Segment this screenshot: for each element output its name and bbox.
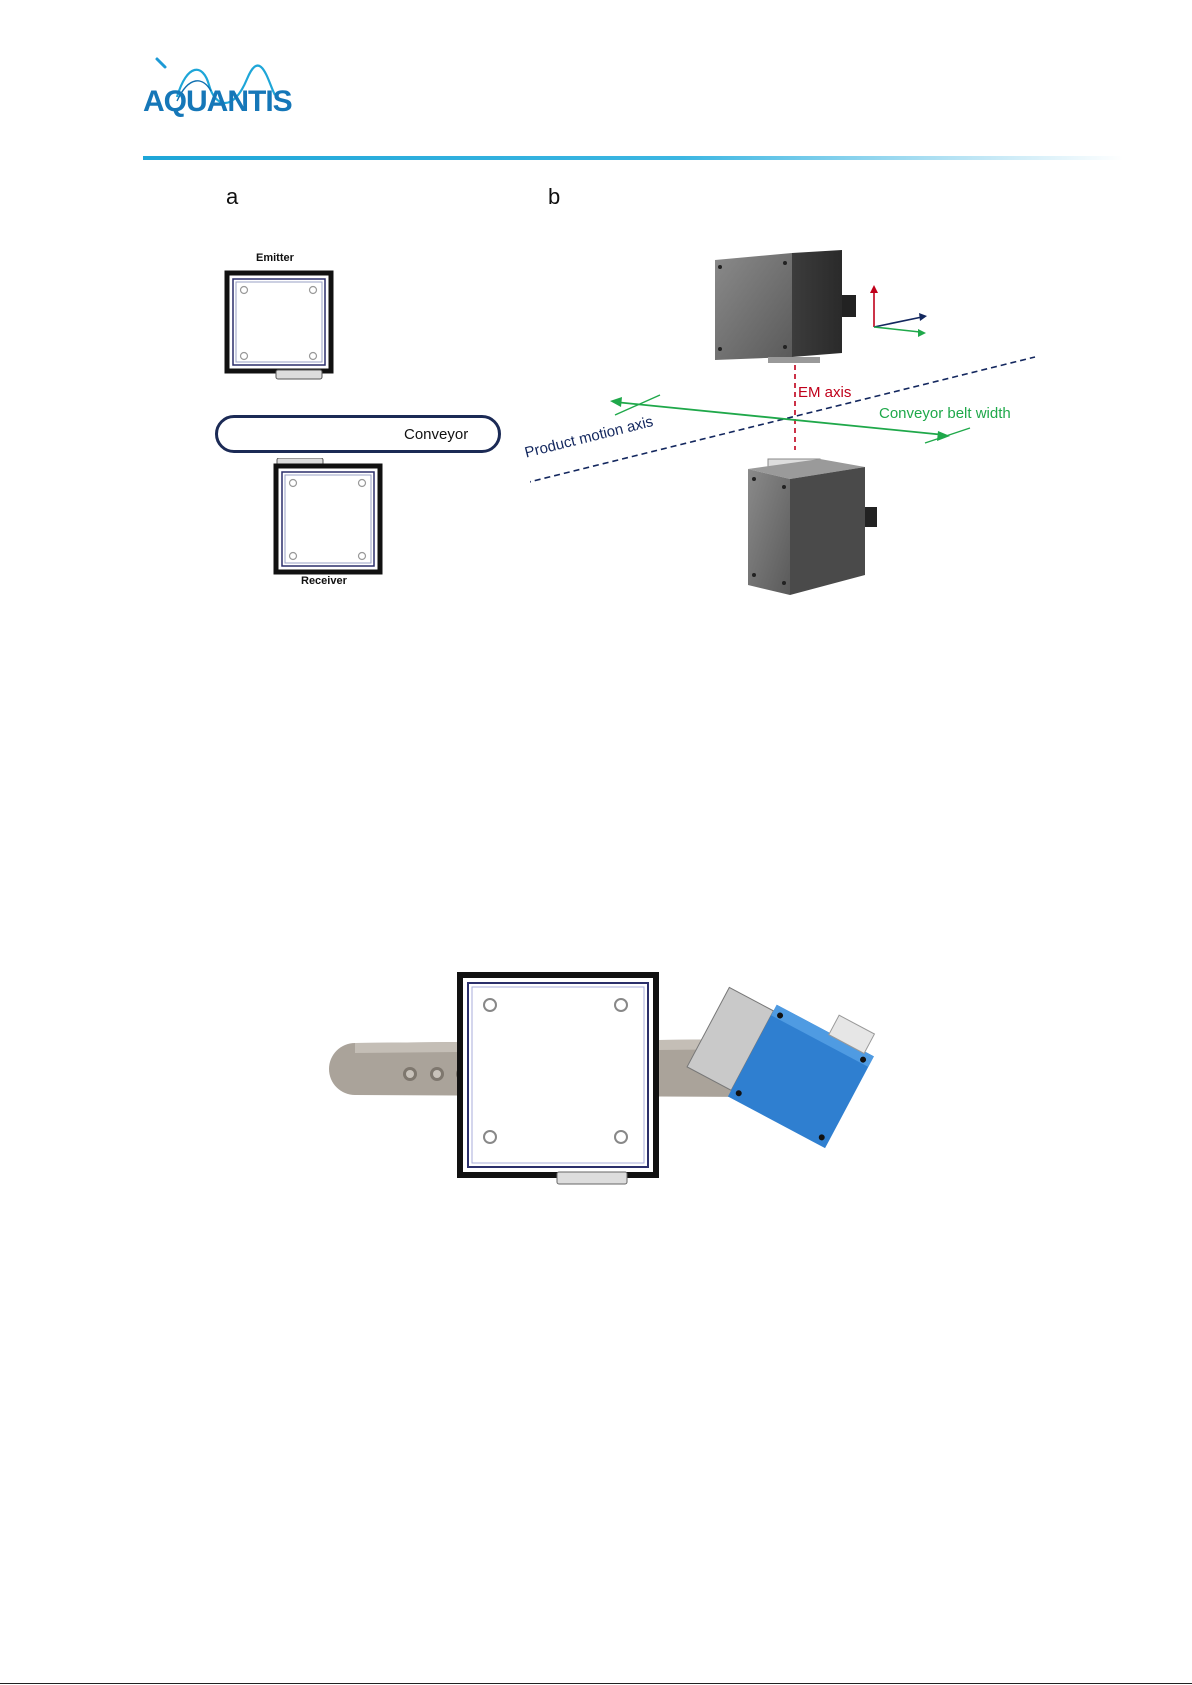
conveyor-band: Conveyor [215,415,501,453]
emitter-device [224,270,334,382]
receiver-label: Receiver [301,575,347,587]
logo: AQUANTIS [143,55,293,125]
panel-b-illustration: EM axis Conveyor belt width Product moti… [530,245,1050,600]
sensor-photo [325,965,885,1185]
em-axis-label: EM axis [798,384,851,401]
belt-width-label: Conveyor belt width [879,405,1011,422]
lower-receiver-box [748,459,877,595]
blue-sensor [684,965,883,1148]
logo-text: AQUANTIS [143,85,292,119]
page-bottom-rule [0,1683,1192,1684]
panel-b-letter: b [548,184,560,210]
emitter-label: Emitter [256,252,294,264]
receiver-device [273,458,385,576]
orientation-axes [870,285,927,337]
panel-a-letter: a [226,184,238,210]
central-device [460,975,656,1184]
conveyor-label: Conveyor [404,426,468,443]
upper-emitter-box [715,250,856,363]
header-divider [143,156,1123,160]
